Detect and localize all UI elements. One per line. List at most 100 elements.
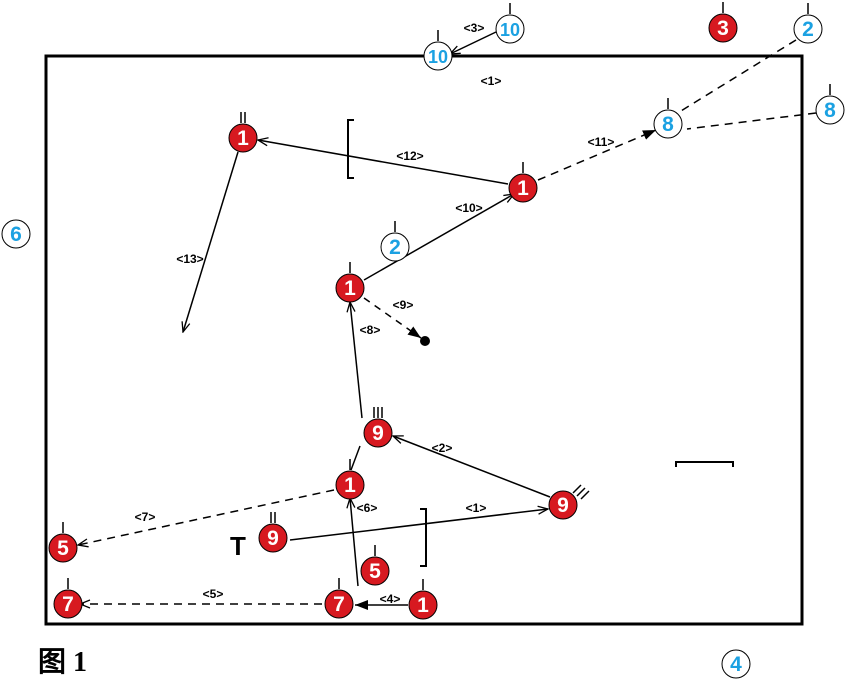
player-number: 1: [417, 594, 429, 617]
label-5: <5>: [203, 587, 224, 601]
label-10: <10>: [455, 201, 482, 215]
player-circle: [548, 490, 578, 520]
orientation-tick: [576, 487, 586, 497]
path-pass-10-10: [450, 31, 497, 54]
figure-caption: 图 1: [38, 647, 88, 678]
red-player-1: 1: [508, 162, 538, 203]
label-3: <3>: [464, 21, 485, 35]
player-number: 10: [500, 20, 520, 40]
red-player-1: 1: [335, 459, 365, 500]
player-number: 1: [344, 277, 356, 300]
player-number: 9: [372, 422, 384, 445]
path-11: [537, 129, 657, 181]
blue-player-10: 10: [423, 30, 453, 71]
red-player-5: 5: [360, 545, 390, 586]
label-9: <9>: [393, 298, 414, 312]
red-player-9: 9: [548, 484, 590, 520]
player-circle: [53, 589, 83, 619]
blue-player-10: 10: [495, 3, 525, 44]
bracket-top: [347, 119, 354, 179]
player-number: 3: [717, 17, 729, 40]
label-12: <12>: [396, 149, 423, 163]
player-circle: [258, 523, 288, 553]
player-circle: [793, 14, 823, 44]
goal-marker: [675, 461, 734, 467]
red-player-1: 1: [228, 112, 258, 153]
blue-player-2: 2: [380, 221, 410, 262]
step-labels: <1> <3> <12> <11> <10> <13> <9> <8> <2> …: [135, 21, 615, 606]
red-player-1: 1: [335, 262, 365, 303]
label-4: <4>: [380, 592, 401, 606]
path-2: [393, 436, 551, 498]
player-circle: [324, 589, 354, 619]
path-9: [363, 297, 422, 339]
path-1-long: [289, 509, 548, 541]
player-number: 1: [517, 177, 529, 200]
player-number: 7: [62, 593, 74, 616]
label-7: <7>: [135, 510, 156, 524]
player-number: 10: [428, 47, 448, 67]
t-marker: T: [230, 531, 246, 561]
ball-dot: [420, 336, 430, 346]
player-number: 9: [267, 527, 279, 550]
player-circle: [708, 13, 738, 43]
player-number: 9: [557, 494, 569, 517]
orientation-tick: [572, 484, 582, 494]
player-number: 6: [10, 223, 22, 246]
player-number: 7: [333, 593, 345, 616]
red-player-9: 9: [363, 407, 393, 448]
red-player-5: 5: [48, 522, 78, 563]
label-6: <6>: [357, 501, 378, 515]
player-circle: [380, 232, 410, 262]
player-circle: [1, 219, 31, 249]
path-dash-2-8: [675, 39, 797, 115]
player-circle: [653, 109, 683, 139]
label-2: <2>: [432, 441, 453, 455]
player-circle: [423, 41, 453, 71]
path-1-to-9: [350, 445, 361, 471]
label-1-top: <1>: [481, 74, 502, 88]
red-player-1: 1: [408, 579, 438, 620]
player-number: 8: [662, 113, 674, 136]
player-circle: [495, 14, 525, 44]
player-number: 1: [344, 474, 356, 497]
red-player-9: 9: [258, 512, 288, 553]
path-10: [363, 194, 514, 281]
player-number: 5: [57, 537, 69, 560]
player-circle: [363, 418, 393, 448]
bracket-bottom: [420, 508, 427, 567]
player-circle: [508, 173, 538, 203]
orientation-tick: [580, 490, 590, 500]
player-circle: [408, 590, 438, 620]
player-number: 4: [730, 653, 742, 676]
player-circle: [335, 470, 365, 500]
label-1-bottom: <1>: [466, 501, 487, 515]
player-number: 8: [824, 99, 836, 122]
player-circle: [48, 533, 78, 563]
path-7: [78, 489, 335, 545]
player-circle: [335, 273, 365, 303]
player-circle: [815, 95, 845, 125]
path-12: [258, 140, 509, 185]
red-player-7: 7: [324, 578, 354, 619]
player-circle: [360, 556, 390, 586]
player-number: 5: [369, 560, 381, 583]
label-11: <11>: [588, 135, 615, 149]
red-player-3: 3: [708, 2, 738, 43]
player-number: 2: [802, 18, 814, 41]
label-13: <13>: [176, 252, 203, 266]
path-8: [350, 302, 363, 419]
player-circle: [721, 649, 751, 679]
blue-player-8: 8: [653, 98, 683, 139]
blue-player-8: 8: [815, 84, 845, 125]
red-player-7: 7: [53, 578, 83, 619]
blue-player-6: 6: [1, 219, 31, 249]
path-dash-8-8: [686, 112, 817, 130]
player-circle: [228, 123, 258, 153]
player-number: 1: [237, 127, 249, 150]
path-6: [350, 498, 359, 587]
label-8: <8>: [360, 323, 381, 337]
